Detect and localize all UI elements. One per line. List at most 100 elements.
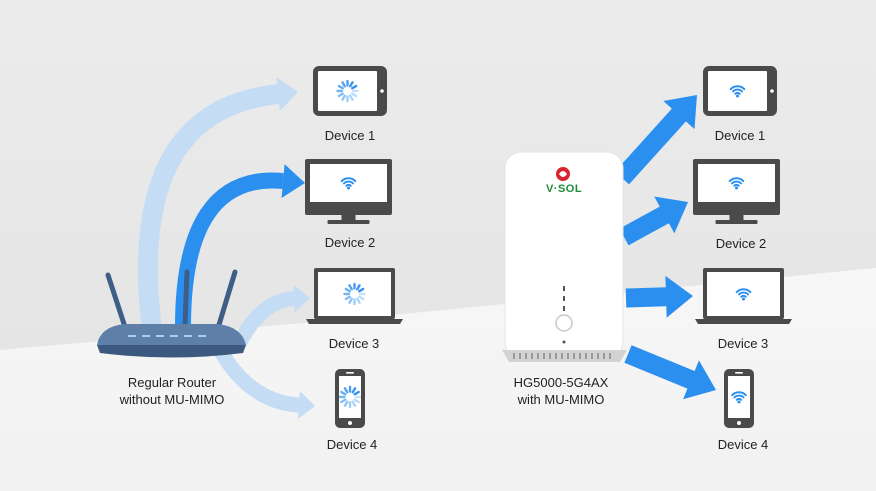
- left-arrow-device-3-head: [293, 284, 310, 313]
- right-arrow-device-2: [619, 196, 688, 246]
- left-arrow-device-3: [233, 284, 310, 346]
- right-arrow-device-2-shape: [619, 196, 688, 246]
- left-device-2-monitor-wifi-icon-arc-1: [345, 183, 352, 187]
- left-arrow-device-3-shaft: [233, 291, 295, 346]
- right-device-3-label: Device 3: [717, 336, 769, 351]
- regular-router-caption-line2: without MU-MIMO: [119, 392, 225, 407]
- left-device-1-tablet-screen: [318, 71, 377, 111]
- right-arrow-device-4-shape: [624, 345, 716, 400]
- right-device-2-monitor: [693, 159, 780, 224]
- left-device-4-phone: [335, 369, 365, 428]
- left-device-2-monitor-wifi-icon: [340, 177, 357, 190]
- right-device-1-tablet-wifi-icon-dot: [735, 94, 740, 98]
- left-device-1-tablet-loading-spinner-icon-spoke-3: [349, 94, 354, 101]
- left-device-1-tablet-loading-spinner-icon-spoke-9: [341, 81, 346, 88]
- right-device-1-tablet-wifi-icon-arc-3: [729, 85, 746, 91]
- left-device-2-monitor-wifi-icon-dot: [346, 186, 351, 190]
- right-device-3-laptop: [695, 268, 792, 324]
- vsol-brand-text: V·SOL: [545, 183, 583, 195]
- left-device-4-phone-home-button: [348, 421, 352, 425]
- left-device-1-tablet-loading-spinner-icon-spoke-11: [349, 81, 354, 88]
- left-device-3-laptop-loading-spinner-icon-spoke-2: [358, 295, 365, 301]
- right-device-1-tablet-wifi-icon: [729, 85, 746, 98]
- left-device-4-phone-loading-spinner-icon-spoke-12: [353, 390, 360, 396]
- right-device-1-tablet-wifi-icon-arc-2: [731, 88, 744, 93]
- right-device-3-laptop-base: [695, 319, 792, 324]
- right-device-2-monitor-wifi-icon: [728, 177, 745, 190]
- wps-button: [555, 314, 573, 332]
- right-device-4-phone-screen: [728, 376, 750, 418]
- left-device-3-laptop-loading-spinner-icon: [343, 282, 366, 306]
- left-device-1-tablet-loading-spinner-icon-spoke-6: [337, 92, 344, 98]
- left-device-2-monitor-stand: [327, 220, 370, 224]
- right-device-2-monitor-wifi-icon-arc-2: [730, 180, 743, 185]
- left-device-4-phone-loading-spinner-icon-spoke-9: [343, 387, 349, 394]
- left-arrow-device-1-head: [276, 77, 298, 111]
- right-arrow-device-1: [614, 95, 697, 185]
- right-device-3-laptop-wifi-icon-dot: [741, 297, 746, 301]
- right-device-2-monitor-wifi-icon-dot: [734, 186, 739, 190]
- arrows-layer: [137, 77, 716, 419]
- right-arrow-device-1-shape: [614, 95, 697, 185]
- vsol-router-caption-line1: HG5000-5G4AX: [513, 375, 609, 390]
- left-device-4-phone-loading-spinner-icon: [338, 385, 362, 409]
- left-device-1-tablet-home-button: [380, 89, 384, 93]
- right-device-2-monitor-neck: [729, 215, 744, 221]
- left-device-3-laptop-loading-spinner-icon-spoke-9: [348, 284, 353, 291]
- right-device-4-phone-wifi-icon-arc-1: [735, 397, 743, 401]
- right-device-1-tablet-wifi-icon-arc-1: [734, 91, 741, 95]
- left-device-3-laptop-base: [306, 319, 403, 324]
- left-arrow-device-4: [213, 346, 315, 419]
- left-device-1-tablet-loading-spinner-icon: [336, 79, 359, 103]
- left-device-2-monitor-screen: [310, 164, 387, 202]
- left-device-2-monitor-neck: [341, 215, 356, 221]
- left-device-3-laptop-loading-spinner-icon-spoke-12: [358, 287, 365, 293]
- right-device-4-phone-speaker: [735, 372, 743, 374]
- right-device-4-phone-home-button: [737, 421, 741, 425]
- left-device-4-phone-loading-spinner-icon-spoke-5: [343, 400, 349, 407]
- right-device-4-phone-wifi-icon-dot: [737, 400, 741, 404]
- left-device-3-laptop-loading-spinner-icon-spoke-11: [356, 284, 361, 291]
- right-device-2-monitor-stand: [715, 220, 758, 224]
- right-device-3-laptop-wifi-icon-arc-2: [737, 291, 750, 296]
- right-arrow-device-3: [625, 275, 693, 318]
- right-device-1-tablet-home-button: [770, 89, 774, 93]
- left-device-3-laptop-loading-spinner-icon-spoke-6: [344, 295, 351, 301]
- left-device-1-tablet-loading-spinner-icon-spoke-12: [351, 84, 358, 90]
- left-arrow-device-1: [137, 77, 298, 332]
- right-device-2-monitor-wifi-icon-arc-3: [728, 177, 745, 183]
- left-device-2-monitor-wifi-icon-arc-2: [342, 180, 355, 185]
- vsol-router-caption-line2: with MU-MIMO: [517, 392, 605, 407]
- vsol-router-caption: HG5000-5G4AX with MU-MIMO: [514, 374, 609, 408]
- vsol-router: [502, 151, 627, 362]
- regular-router: [97, 269, 246, 358]
- left-arrow-device-4-head: [298, 391, 315, 419]
- right-device-1-tablet-screen: [708, 71, 767, 111]
- left-device-3-laptop: [306, 268, 403, 324]
- left-device-4-phone-loading-spinner-icon-spoke-6: [340, 398, 347, 404]
- right-device-2-monitor-screen: [698, 164, 775, 202]
- right-device-2-monitor-wifi-icon-arc-1: [733, 183, 740, 187]
- left-arrow-device-2-head: [281, 164, 305, 198]
- left-device-2-label: Device 2: [324, 235, 376, 250]
- right-device-4-phone: [724, 369, 754, 428]
- left-device-3-laptop-loading-spinner-icon-spoke-8: [344, 287, 351, 293]
- floor: [0, 268, 876, 491]
- left-device-3-laptop-loading-spinner-icon-spoke-3: [356, 297, 361, 304]
- left-device-4-phone-screen: [339, 376, 361, 418]
- left-device-3-laptop-screen: [318, 272, 391, 316]
- right-device-3-laptop-wifi-icon-arc-1: [740, 294, 747, 298]
- right-arrow-device-4: [624, 345, 716, 400]
- regular-router-caption: Regular Router without MU-MIMO: [120, 374, 225, 408]
- right-device-1-tablet: [703, 66, 777, 116]
- left-device-1-tablet-loading-spinner-icon-spoke-2: [351, 92, 358, 98]
- right-device-4-phone-wifi-icon: [731, 391, 747, 404]
- left-device-4-label: Device 4: [326, 437, 378, 452]
- left-arrow-device-1-shaft: [137, 84, 280, 332]
- right-device-1-label: Device 1: [714, 128, 766, 143]
- left-device-1-label: Device 1: [324, 128, 376, 143]
- vsol-logo: [556, 167, 570, 181]
- left-device-2-monitor: [305, 159, 392, 224]
